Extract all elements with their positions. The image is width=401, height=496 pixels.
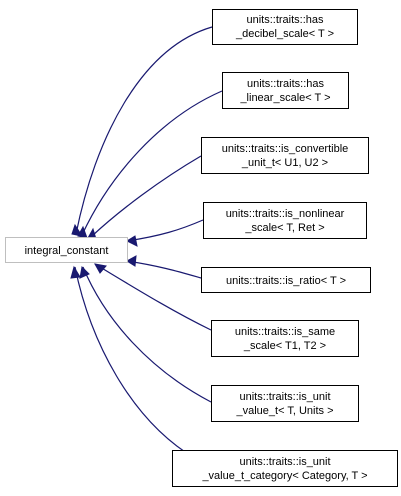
base-class-label: integral_constant: [25, 245, 109, 257]
node-label-line: _linear_scale< T >: [239, 92, 330, 104]
derived-node-has-decibel-scale[interactable]: units::traits::has _decibel_scale< T >: [212, 9, 358, 45]
node-label-line: units::traits::is_unit: [239, 391, 330, 403]
derived-node-is-same[interactable]: units::traits::is_same _scale< T1, T2 >: [211, 320, 359, 357]
derived-node-is-nonlinear[interactable]: units::traits::is_nonlinear _scale< T, R…: [203, 202, 367, 239]
derived-node-is-ratio[interactable]: units::traits::is_ratio< T >: [201, 267, 371, 293]
node-label-line: units::traits::is_convertible: [222, 143, 349, 155]
edge-is-nonlinear: [126, 219, 204, 242]
node-label-line: _value_t_category< Category, T >: [201, 470, 367, 482]
derived-node-has-linear-scale[interactable]: units::traits::has _linear_scale< T >: [222, 72, 349, 109]
derived-node-is-unit-value[interactable]: units::traits::is_unit _value_t< T, Unit…: [211, 385, 359, 422]
arrowhead: [79, 265, 90, 279]
derived-node-is-convertible[interactable]: units::traits::is_convertible _unit_t< U…: [201, 137, 369, 174]
arrowhead: [94, 263, 107, 274]
derived-node-is-unit-value-category[interactable]: units::traits::is_unit _value_t_category…: [172, 450, 398, 487]
edge-is-unit-value: [82, 266, 212, 403]
node-label-line: units::traits::is_nonlinear: [226, 208, 345, 220]
edge-is-ratio: [126, 260, 202, 279]
arrowhead: [70, 265, 81, 279]
node-label-line: _scale< T1, T2 >: [243, 340, 326, 352]
node-label-line: _decibel_scale< T >: [235, 28, 334, 40]
edges: [74, 26, 223, 460]
node-label-line: units::traits::is_same: [235, 326, 335, 338]
edge-has-linear-scale: [81, 90, 223, 236]
node-label-line: _unit_t< U1, U2 >: [241, 157, 328, 169]
base-class-node[interactable]: integral_constant: [5, 237, 128, 263]
node-label-line: units::traits::has: [246, 14, 324, 26]
arrowhead: [126, 255, 137, 267]
edge-is-unit-value-category: [74, 266, 197, 460]
node-label-line: units::traits::is_unit: [239, 456, 330, 468]
node-label-line: units::traits::is_ratio< T >: [226, 275, 346, 287]
edge-is-same: [94, 263, 212, 331]
node-label-line: units::traits::has: [247, 78, 325, 90]
node-label-line: _value_t< T, Units >: [235, 405, 333, 417]
edge-has-decibel-scale: [75, 26, 213, 235]
arrowhead: [125, 235, 138, 247]
edge-is-convertible: [91, 155, 202, 237]
node-label-line: _scale< T, Ret >: [244, 222, 324, 234]
